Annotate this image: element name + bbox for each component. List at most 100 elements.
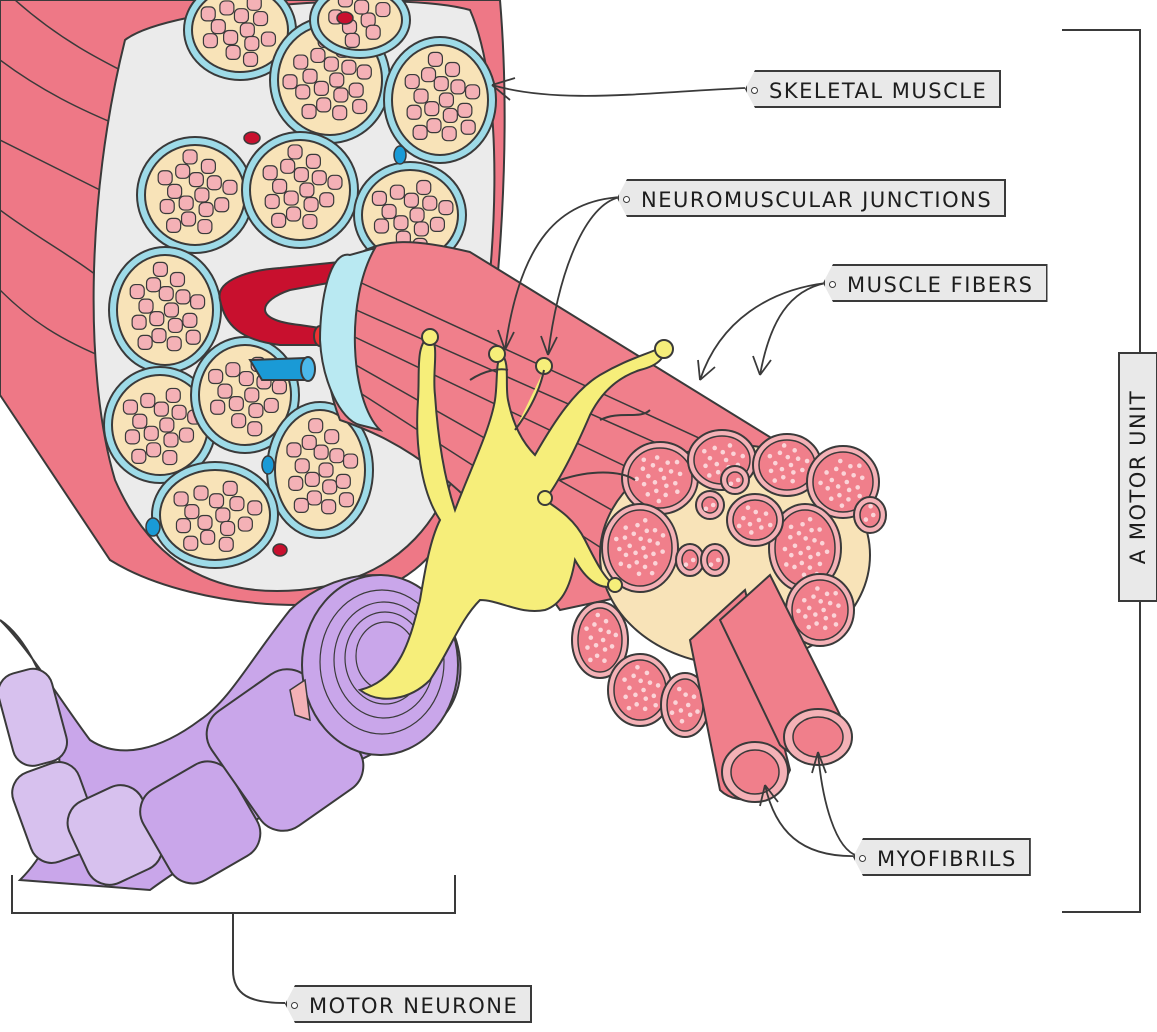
muscle-fibre-section	[150, 312, 164, 326]
muscle-fibre-section	[294, 168, 308, 182]
muscle-fibre-section	[261, 32, 275, 46]
muscle-fibre-section	[394, 216, 408, 230]
muscle-fibre-section	[434, 77, 448, 91]
muscle-fibre-section	[198, 515, 212, 529]
muscle-fibre-section	[215, 198, 229, 212]
muscle-fibre-section	[300, 183, 314, 197]
muscle-fibre-section	[172, 405, 186, 419]
muscle-fibre-section	[334, 88, 348, 102]
muscle-fibre-section	[132, 315, 146, 329]
muscle-fibre-section	[314, 81, 328, 95]
muscle-fibre-end	[727, 494, 783, 546]
muscle-fibre-section	[201, 7, 215, 21]
muscle-fibre-section	[195, 188, 209, 202]
muscle-fibre-section	[273, 179, 287, 193]
muscle-fibre-section	[342, 60, 356, 74]
muscle-fibre-section	[248, 501, 262, 515]
muscle-fibre-section	[265, 194, 279, 208]
muscle-fibre-section	[201, 159, 215, 173]
muscle-fibre-section	[198, 220, 212, 234]
muscle-fibre-section	[138, 335, 152, 349]
muscle-fibre-section	[141, 394, 155, 408]
muscle-fibre-section	[154, 402, 168, 416]
muscle-fibre-section	[319, 463, 333, 477]
muscle-fibre-section	[244, 52, 258, 66]
muscle-fibre-section	[130, 285, 144, 299]
muscle-fibre-section	[425, 102, 439, 116]
muscle-fibre-section	[232, 414, 246, 428]
neuromuscular-junctions-label: NEUROMUSCULAR JUNCTIONS	[617, 179, 1006, 217]
fascicle	[109, 247, 221, 373]
muscle-fibre-section	[357, 65, 371, 79]
muscle-fibre-section	[226, 45, 240, 59]
muscle-fibre-section	[390, 185, 404, 199]
muscle-fibre-section	[330, 449, 344, 463]
fascicle	[152, 462, 278, 568]
muscle-fibre-section	[281, 159, 295, 173]
muscle-fibre-section	[428, 52, 442, 66]
muscle-fibre-section	[224, 31, 238, 45]
fascicle	[384, 37, 496, 163]
muscle-fibre-section	[443, 108, 457, 122]
muscle-fibre-section	[417, 180, 431, 194]
muscle-fibre-section	[353, 99, 367, 113]
muscle-fibre-section	[167, 337, 181, 351]
muscle-fibre-section	[366, 25, 380, 39]
muscle-fibre-section	[166, 388, 180, 402]
muscle-fibre-section	[289, 476, 303, 490]
muscle-fibre-section	[249, 403, 263, 417]
muscle-fibre-section	[176, 290, 190, 304]
muscle-fibre-section	[168, 318, 182, 332]
muscle-fibre-section	[230, 497, 244, 511]
muscle-fibre-section	[207, 176, 221, 190]
muscle-fibre-section	[302, 435, 316, 449]
muscle-fibre-section	[382, 205, 396, 219]
muscle-fibre-section	[189, 173, 203, 187]
muscle-fibre-section	[311, 48, 325, 62]
muscle-fibre-section	[191, 295, 205, 309]
muscle-fibre-section	[194, 486, 208, 500]
muscle-fibre-section	[247, 0, 261, 10]
muscle-fibre-section	[254, 12, 268, 26]
muscle-fibre-end	[676, 544, 704, 576]
muscle-fibre-section	[272, 213, 286, 227]
muscle-fibre-section	[272, 380, 286, 394]
muscle-fibre-section	[182, 212, 196, 226]
muscle-fibre-end	[721, 466, 749, 494]
muscle-fibre-section	[123, 400, 137, 414]
muscle-fibre-section	[220, 1, 234, 15]
muscle-fibre-section	[323, 480, 337, 494]
muscle-fibre-section	[240, 23, 254, 37]
muscle-fibre-section	[339, 493, 353, 507]
muscle-fibre-section	[284, 191, 298, 205]
muscle-fibre-section	[239, 372, 253, 386]
muscle-fibre-section	[216, 508, 230, 522]
muscle-fibre-section	[125, 430, 139, 444]
muscle-fibre-section	[132, 449, 146, 463]
muscle-fibre-section	[317, 98, 331, 112]
muscle-fibre-section	[328, 175, 342, 189]
muscle-fibre-section	[422, 68, 436, 82]
muscle-fibre-section	[167, 218, 181, 232]
muscle-fibre-section	[203, 34, 217, 48]
muscle-fibre-section	[176, 519, 190, 533]
muscle-fibre-section	[159, 287, 173, 301]
muscle-fibre-section	[234, 9, 248, 23]
muscle-fibre-section	[152, 329, 166, 343]
muscle-fibre-section	[183, 313, 197, 327]
fascicle	[242, 132, 358, 248]
muscle-fibre-end	[701, 544, 729, 576]
myofibrils-label: MYOFIBRILS	[853, 838, 1031, 876]
motor-unit-label-text: A MOTOR UNIT	[1126, 390, 1150, 564]
muscle-fibre-section	[283, 75, 297, 89]
muscle-fibre-section	[349, 83, 363, 97]
muscle-fibre-section	[174, 492, 188, 506]
muscle-fibre-section	[413, 125, 427, 139]
muscle-fibre-section	[314, 445, 328, 459]
muscle-fibre-end	[696, 491, 724, 519]
muscle-fibre-section	[336, 474, 350, 488]
muscle-fibre-section	[133, 414, 147, 428]
muscle-fibre-section	[295, 459, 309, 473]
muscle-fibre-section	[466, 85, 480, 99]
muscle-fibre-section	[164, 433, 178, 447]
